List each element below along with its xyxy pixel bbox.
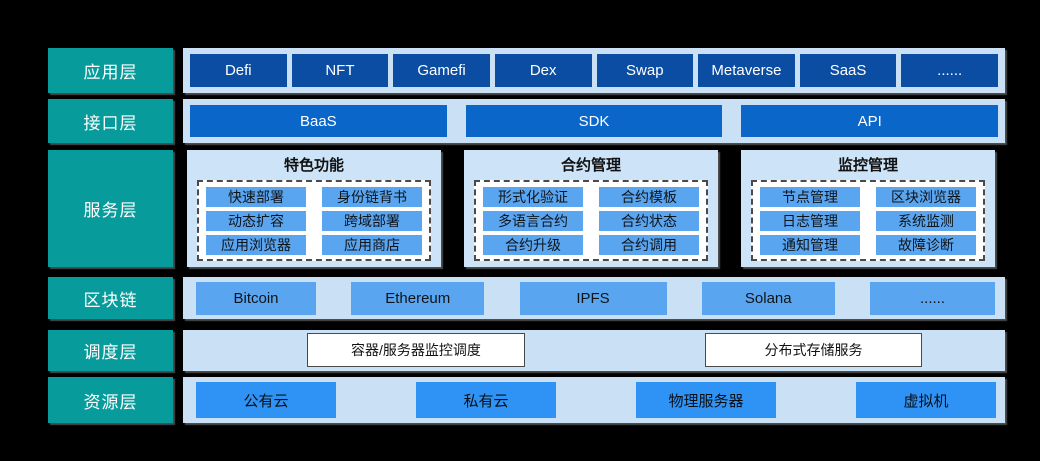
application-layer-row: Defi NFT Gamefi Dex Swap Metaverse SaaS … xyxy=(183,48,1005,93)
app-item-saas: SaaS xyxy=(799,54,897,87)
chain-item-ipfs: IPFS xyxy=(519,281,667,315)
chain-item-solana: Solana xyxy=(701,281,835,315)
service-item: 区块浏览器 xyxy=(876,187,976,207)
service-item: 节点管理 xyxy=(760,187,860,207)
service-item: 合约升级 xyxy=(483,235,583,255)
layer-label-application: 应用层 xyxy=(48,48,173,93)
chain-item-bitcoin: Bitcoin xyxy=(196,281,316,315)
service-item: 多语言合约 xyxy=(483,211,583,231)
service-item: 动态扩容 xyxy=(206,211,306,231)
service-layer-row: 特色功能 快速部署 身份链背书 动态扩容 跨域部署 应用浏览器 应用商店 合约管… xyxy=(187,150,995,267)
scheduler-item-distributed-storage: 分布式存储服务 xyxy=(705,333,922,367)
layer-label-blockchain: 区块链 xyxy=(48,277,173,319)
chain-item-more: ...... xyxy=(870,281,995,315)
service-panel-contract: 合约管理 形式化验证 合约模板 多语言合约 合约状态 合约升级 合约调用 xyxy=(464,150,718,267)
service-item: 身份链背书 xyxy=(322,187,422,207)
interface-layer-row: BaaS SDK API xyxy=(183,99,1005,143)
app-item-metaverse: Metaverse xyxy=(698,54,795,87)
interface-item-baas: BaaS xyxy=(190,105,447,137)
panel-items-group: 节点管理 区块浏览器 日志管理 系统监测 通知管理 故障诊断 xyxy=(751,180,985,261)
service-item: 系统监测 xyxy=(876,211,976,231)
resource-layer-row: 公有云 私有云 物理服务器 虚拟机 xyxy=(183,377,1005,423)
resource-item-private-cloud: 私有云 xyxy=(416,382,556,418)
panel-title: 合约管理 xyxy=(560,157,621,174)
app-item-dex: Dex xyxy=(494,54,592,87)
service-item: 快速部署 xyxy=(206,187,306,207)
service-item: 合约调用 xyxy=(599,235,699,255)
service-item: 日志管理 xyxy=(760,211,860,231)
service-item: 合约状态 xyxy=(599,211,699,231)
service-item: 应用商店 xyxy=(322,235,422,255)
app-item-gamefi: Gamefi xyxy=(393,54,490,87)
service-item: 通知管理 xyxy=(760,235,860,255)
scheduling-layer-row: 容器/服务器监控调度 分布式存储服务 xyxy=(183,330,1005,371)
blockchain-layer-row: Bitcoin Ethereum IPFS Solana ...... xyxy=(183,277,1005,319)
layer-label-service: 服务层 xyxy=(48,150,173,267)
service-panel-monitoring: 监控管理 节点管理 区块浏览器 日志管理 系统监测 通知管理 故障诊断 xyxy=(741,150,995,267)
resource-item-physical-server: 物理服务器 xyxy=(636,382,776,418)
resource-item-virtual-machine: 虚拟机 xyxy=(856,382,996,418)
chain-item-ethereum: Ethereum xyxy=(351,281,485,315)
layer-label-resource: 资源层 xyxy=(48,377,173,423)
interface-item-api: API xyxy=(741,105,999,137)
panel-title: 特色功能 xyxy=(283,157,344,174)
panel-items-group: 快速部署 身份链背书 动态扩容 跨域部署 应用浏览器 应用商店 xyxy=(197,180,431,261)
interface-item-sdk: SDK xyxy=(465,105,723,137)
service-panel-features: 特色功能 快速部署 身份链背书 动态扩容 跨域部署 应用浏览器 应用商店 xyxy=(187,150,441,267)
scheduler-item-container-monitor: 容器/服务器监控调度 xyxy=(307,333,525,367)
app-item-swap: Swap xyxy=(596,54,694,87)
panel-title: 监控管理 xyxy=(837,157,898,174)
panel-items-group: 形式化验证 合约模板 多语言合约 合约状态 合约升级 合约调用 xyxy=(474,180,708,261)
layer-label-interface: 接口层 xyxy=(48,99,173,143)
service-item: 合约模板 xyxy=(599,187,699,207)
layer-label-scheduling: 调度层 xyxy=(48,330,173,371)
resource-item-public-cloud: 公有云 xyxy=(196,382,336,418)
service-item: 应用浏览器 xyxy=(206,235,306,255)
service-item: 跨域部署 xyxy=(322,211,422,231)
app-item-nft: NFT xyxy=(291,54,389,87)
app-item-defi: Defi xyxy=(190,54,287,87)
app-item-more: ...... xyxy=(901,54,998,87)
service-item: 故障诊断 xyxy=(876,235,976,255)
service-item: 形式化验证 xyxy=(483,187,583,207)
